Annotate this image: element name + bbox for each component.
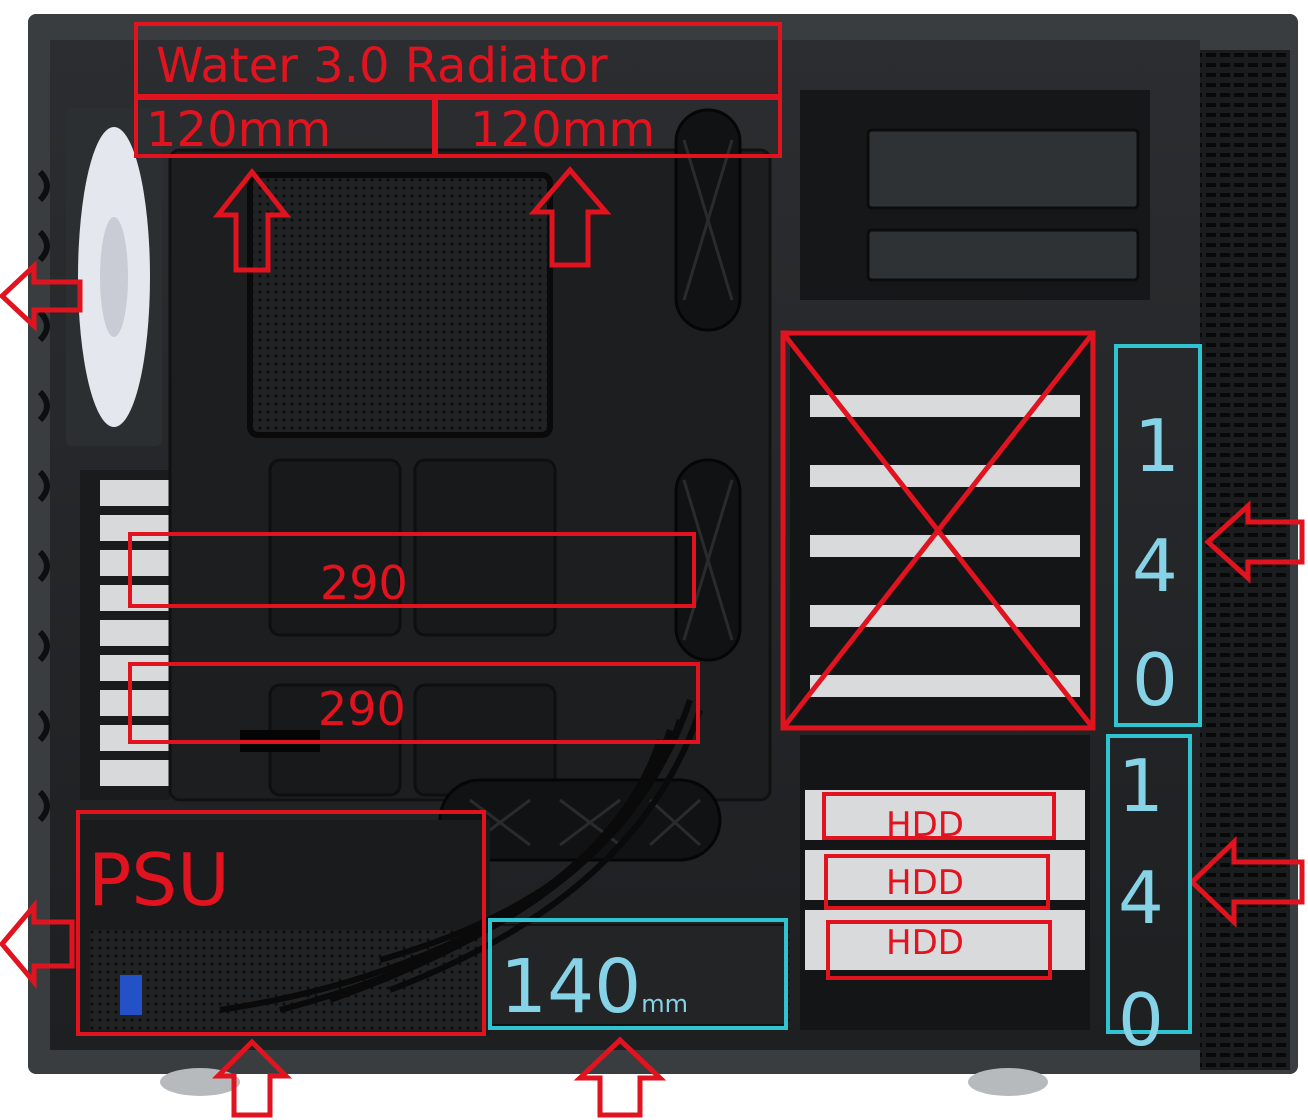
- hdd-label-1: HDD: [886, 805, 964, 845]
- front-fan-upper-digit-1: 1: [1134, 404, 1180, 488]
- arrow-up-icon: [573, 1036, 667, 1118]
- bottom-fan-label: 140mm: [500, 950, 688, 1024]
- radiator-label: Water 3.0 Radiator: [156, 38, 608, 94]
- front-fan-lower-digit-2: 4: [1118, 856, 1164, 940]
- gpu-box-1: [128, 532, 696, 608]
- upper-hdd-trays: [810, 395, 1080, 697]
- gpu-length-label-2: 290: [318, 682, 406, 736]
- foot-right: [968, 1068, 1048, 1096]
- expansion-slots: [80, 470, 180, 800]
- fan-box-right: [432, 96, 782, 158]
- arrow-left-icon: [1204, 500, 1305, 584]
- cpu-cutout: [247, 172, 553, 438]
- fan-box-left: [134, 96, 438, 158]
- hdd-box-2: [824, 854, 1050, 910]
- arrow-left-icon: [0, 899, 75, 989]
- front-fan-lower-box: [1106, 734, 1192, 1034]
- left-edge-slots: [37, 169, 50, 823]
- gpu-length-label-1: 290: [320, 556, 408, 610]
- arrow-left-icon: [0, 260, 83, 332]
- bottom-fan-unit: mm: [641, 990, 689, 1018]
- gpu-box-2: [128, 662, 700, 744]
- bottom-filter: [489, 924, 786, 1026]
- bottom-fan-box: [488, 918, 788, 1030]
- foot-left: [160, 1068, 240, 1096]
- bottom-fan-size: 140: [500, 944, 642, 1030]
- arrow-up-icon: [211, 1038, 293, 1118]
- arrow-up-icon: [528, 166, 612, 268]
- hdd-label-2: HDD: [886, 863, 964, 903]
- arrow-left-icon: [1188, 836, 1305, 928]
- front-fan-upper-box: [1114, 344, 1202, 727]
- hdd-box-1: [822, 792, 1056, 840]
- fan-label-right: 120mm: [470, 102, 656, 158]
- front-fan-upper-digit-3: 0: [1132, 638, 1178, 722]
- psu-box: [76, 810, 486, 1036]
- arrow-up-icon: [212, 167, 292, 273]
- front-fan-upper-digit-2: 4: [1132, 524, 1178, 608]
- psu-label: PSU: [88, 838, 230, 922]
- front-fan-lower-digit-3: 0: [1118, 978, 1164, 1062]
- usb3-connector: [120, 975, 142, 1015]
- front-fan-lower-digit-1: 1: [1118, 744, 1164, 828]
- cross-out-icon: [780, 330, 1096, 731]
- hdd-label-3: HDD: [886, 923, 964, 963]
- hdd-box-3: [826, 920, 1052, 980]
- fan-label-left: 120mm: [146, 102, 332, 158]
